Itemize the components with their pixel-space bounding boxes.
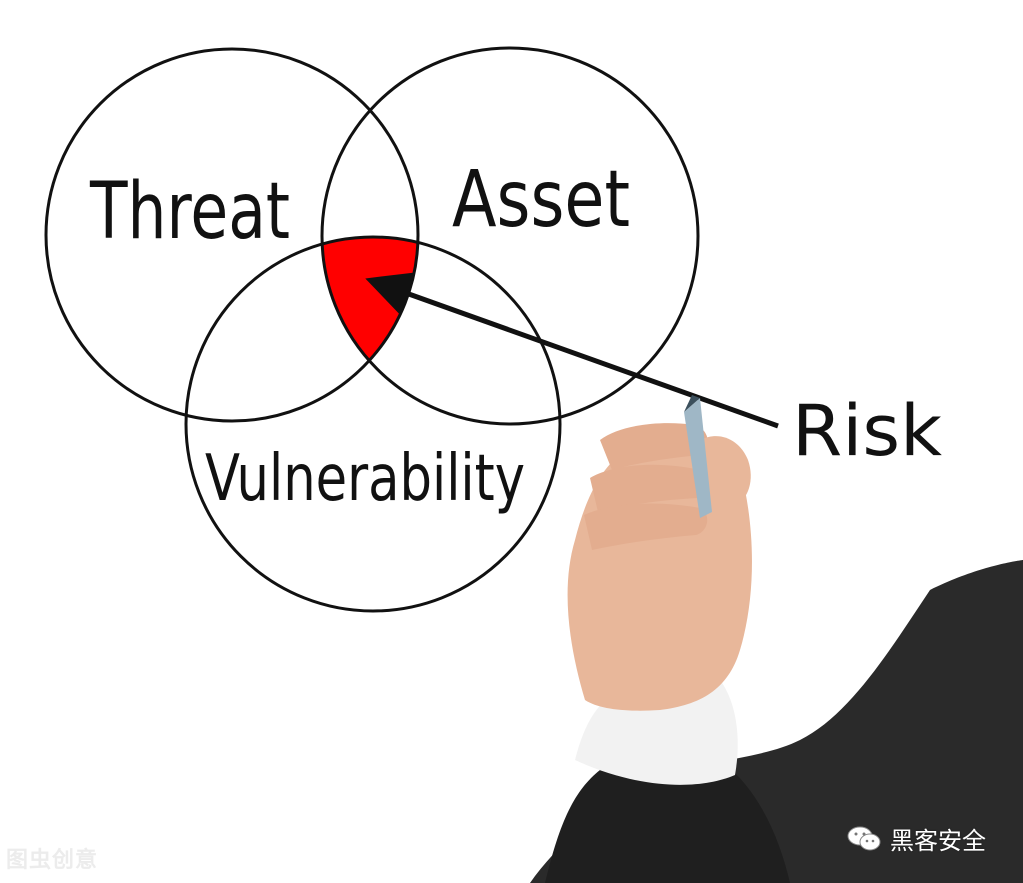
- watermark-right-text: 黑客安全: [890, 827, 986, 855]
- asset-circle: [320, 46, 700, 426]
- vulnerability-label: Vulnerability: [205, 442, 525, 516]
- watermark-left: 图虫创意: [6, 848, 99, 873]
- vulnerability-circle: [184, 235, 562, 613]
- businessman-hand-illustration: [530, 395, 1023, 883]
- threat-label: Threat: [89, 167, 290, 257]
- wechat-icon: [847, 826, 881, 850]
- asset-label: Asset: [452, 155, 630, 245]
- watermark-right: 黑客安全: [846, 821, 986, 856]
- threat-circle: [44, 47, 420, 423]
- risk-label: Risk: [792, 390, 942, 472]
- risk-arrow: [365, 272, 779, 429]
